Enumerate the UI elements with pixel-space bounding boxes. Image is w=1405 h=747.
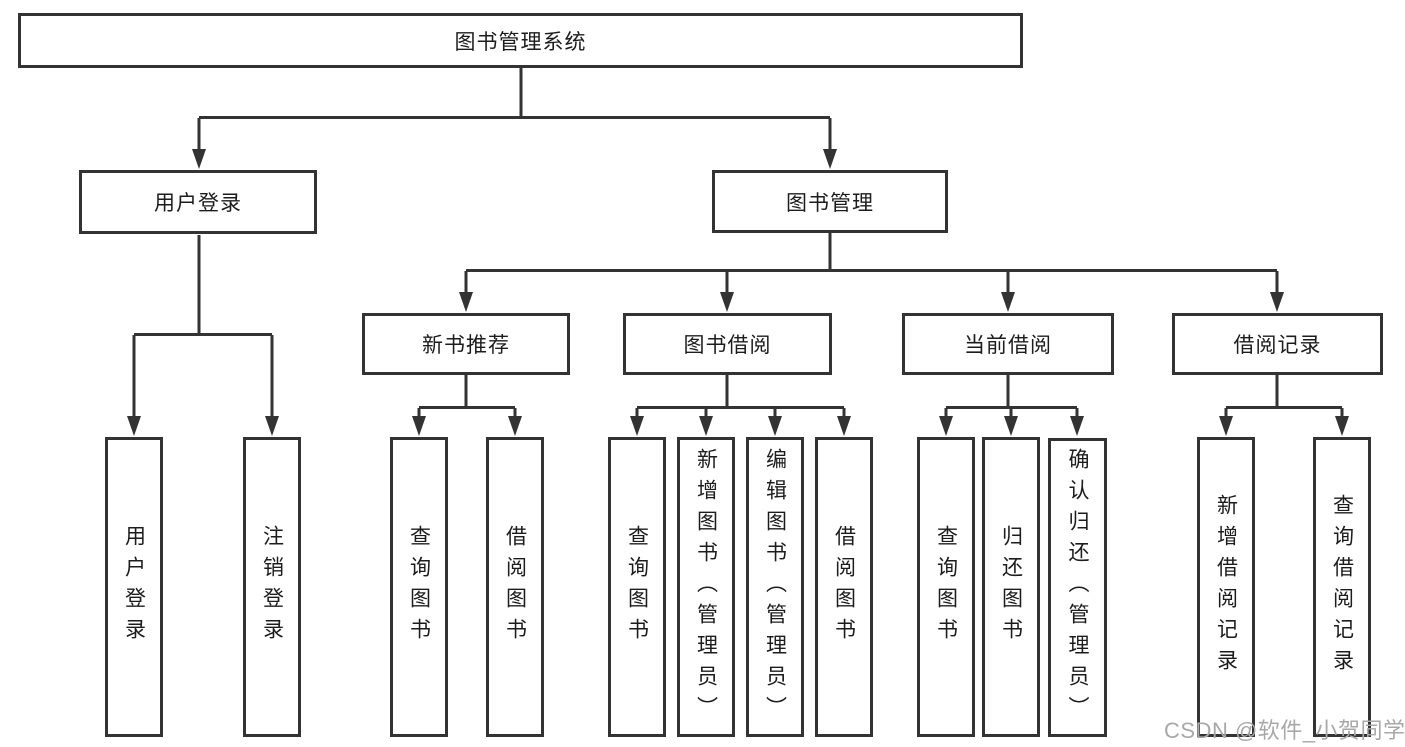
leaf-query-books-current: 查询图书 [917,437,975,737]
node-label: 归还图书 [999,525,1023,649]
leaf-add-book-admin: 新增图书（管理员） [677,437,735,737]
node-label: 查询借阅记录 [1330,494,1354,680]
leaf-query-books-recommend: 查询图书 [390,437,448,737]
leaf-confirm-return-admin: 确认归还（管理员） [1048,438,1107,737]
node-label: 确认归还（管理员） [1066,448,1089,727]
node-label: 新增图书（管理员） [694,447,718,727]
node-current-borrow: 当前借阅 [902,313,1114,375]
leaf-user-login: 用户登录 [105,437,163,737]
node-root-system: 图书管理系统 [18,13,1023,68]
node-label: 新书推荐 [422,334,510,357]
node-label: 用户登录 [154,192,242,215]
node-user-login: 用户登录 [79,170,317,234]
node-label: 图书借阅 [683,334,772,357]
leaf-logout-login: 注销登录 [243,437,301,737]
leaf-query-books-borrow: 查询图书 [608,437,666,737]
node-label: 注销登录 [260,525,284,649]
node-book-borrow: 图书借阅 [623,313,832,375]
leaf-borrow-books-borrow: 借阅图书 [815,437,873,737]
node-label: 新增借阅记录 [1214,494,1238,680]
leaf-edit-book-admin: 编辑图书（管理员） [746,437,804,737]
leaf-borrow-books-recommend: 借阅图书 [486,437,544,737]
node-borrow-records: 借阅记录 [1172,313,1383,375]
leaf-query-borrow-record: 查询借阅记录 [1313,437,1371,737]
node-label: 图书管理 [786,191,874,215]
csdn-watermark: CSDN @软件_小贺同学 [1164,718,1405,743]
leaf-add-borrow-record: 新增借阅记录 [1197,437,1255,737]
node-label: 用户登录 [122,525,146,649]
node-label: 借阅图书 [832,525,856,649]
node-label: 当前借阅 [964,334,1052,357]
node-book-management: 图书管理 [712,170,948,233]
node-label: 查询图书 [934,525,958,649]
node-label: 查询图书 [625,525,649,649]
node-new-book-recommend: 新书推荐 [362,313,570,375]
node-label: 图书管理系统 [454,30,587,54]
node-label: 借阅图书 [503,525,527,649]
node-label: 编辑图书（管理员） [763,447,787,727]
leaf-return-books: 归还图书 [982,437,1040,737]
node-label: 借阅记录 [1233,334,1322,357]
node-label: 查询图书 [407,525,431,649]
